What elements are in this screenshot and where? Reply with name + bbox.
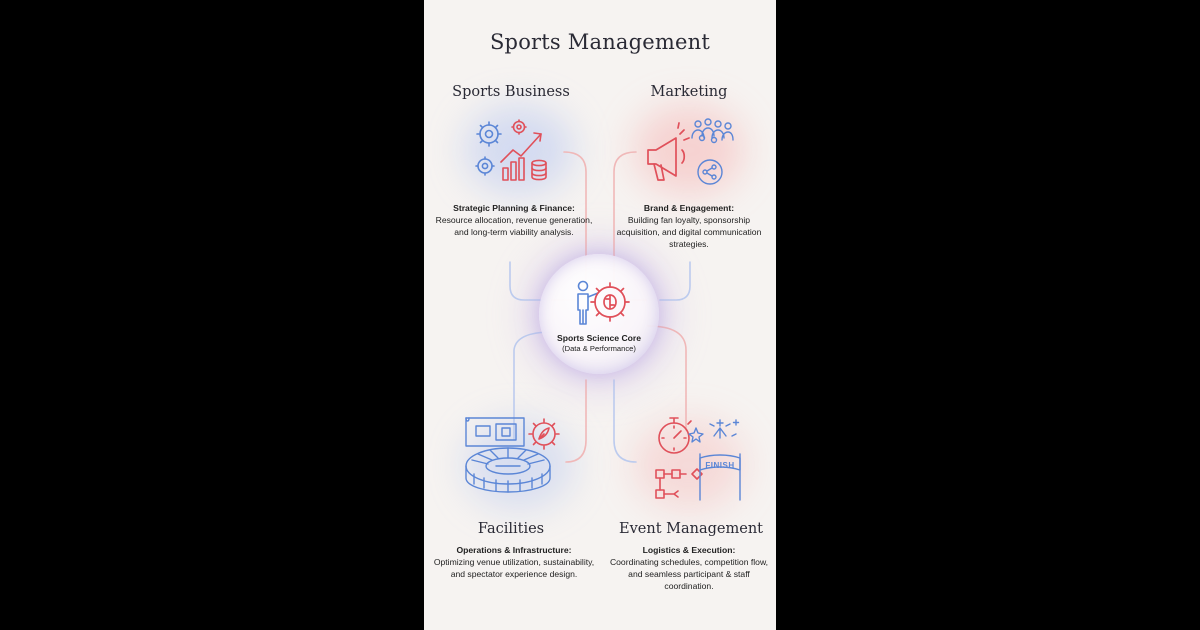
core-label: Sports Science Core (Data & Performance) [539,333,659,353]
lead-sports-business: Strategic Planning & Finance: [453,203,575,213]
body-marketing: Building fan loyalty, sponsorship acquis… [616,215,762,249]
stopwatch-flowchart-finish-icon: FINISH [655,417,741,501]
body-facilities: Optimizing venue utilization, sustainabi… [433,557,595,579]
page-title: Sports Management [489,30,711,54]
finish-banner-text: FINISH [705,461,734,470]
desc-event-management: Logistics & Execution: Coordinating sche… [606,544,772,592]
desc-sports-business: Strategic Planning & Finance: Resource a… [431,202,597,238]
desc-marketing: Brand & Engagement: Building fan loyalty… [606,202,772,250]
core-subtitle: (Data & Performance) [562,344,636,353]
body-sports-business: Resource allocation, revenue generation,… [435,215,593,237]
heading-sports-business: Sports Business [452,84,570,100]
core-title: Sports Science Core [556,333,642,343]
heading-event-management: Event Management [619,521,763,537]
infographic-panel: Sports Management Sports Business Strate… [424,0,776,630]
heading-facilities: Facilities [477,521,545,537]
coach-brain-gear-icon [577,280,630,325]
heading-marketing: Marketing [650,84,728,100]
body-event-management: Coordinating schedules, competition flow… [609,557,769,591]
megaphone-crowd-share-icon [647,118,734,185]
desc-facilities: Operations & Infrastructure: Optimizing … [431,544,597,580]
lead-event-management: Logistics & Execution: [642,545,736,555]
gears-growth-chart-icon [475,119,547,181]
lead-marketing: Brand & Engagement: [643,203,735,213]
lead-facilities: Operations & Infrastructure: [456,545,572,555]
stadium-blueprint-icon [465,417,560,493]
